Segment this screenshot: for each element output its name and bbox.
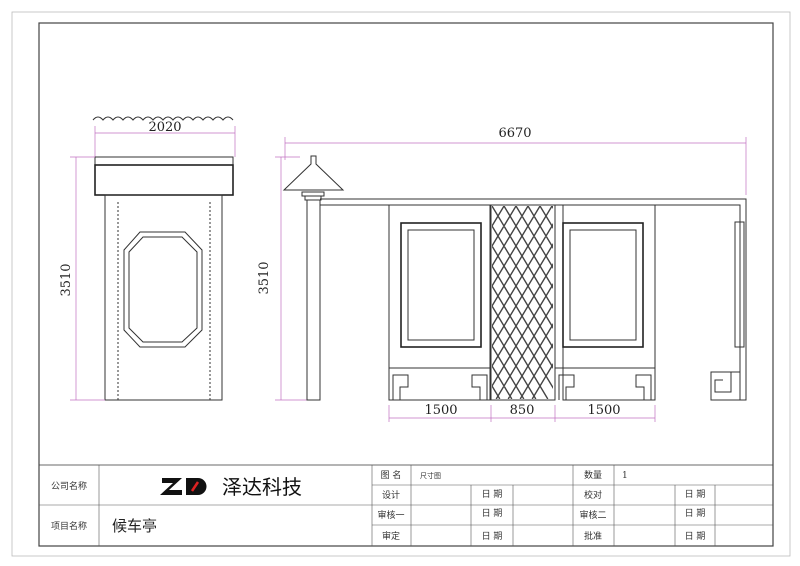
left-panel-dimension: 1500: [424, 403, 457, 418]
sheet-border: [11, 11, 791, 557]
date-label: 日 期: [685, 489, 706, 500]
review1-label: 审核一: [377, 509, 404, 521]
date-label: 日 期: [685, 508, 706, 519]
front-view: 6670 3510 1500 850: [257, 126, 747, 422]
date-label: 日 期: [482, 489, 503, 500]
design-label: 设计: [382, 489, 400, 501]
left-panel: [388, 204, 492, 401]
front-height-dimension: 3510: [257, 261, 272, 294]
lattice-panel: [489, 204, 556, 401]
date-label: 日 期: [685, 531, 706, 542]
lamp-head: [282, 155, 345, 191]
side-body: [104, 194, 223, 401]
side-view: 2020 3510: [59, 116, 236, 401]
center-panel-dimension: 850: [510, 403, 535, 418]
side-height-dimension: 3510: [59, 263, 74, 296]
drawing-name: 尺寸图: [420, 471, 441, 480]
lattice-pattern: [492, 206, 553, 399]
right-panel: [562, 204, 656, 401]
company-name: 泽达科技: [222, 475, 302, 499]
side-width-dimension: 2020: [148, 120, 181, 135]
drawing-name-label: 图 名: [381, 469, 402, 481]
review2-label: 审核二: [579, 509, 606, 521]
drawing-frame: [38, 22, 774, 547]
lattice-lines: [492, 206, 553, 399]
front-width-dimension: 6670: [498, 126, 531, 141]
project-name: 候车亭: [112, 517, 157, 535]
lamp-post: [306, 199, 321, 401]
quantity-value: 1: [622, 471, 628, 481]
fret-corner: [710, 371, 741, 401]
right-panel-dimension: 1500: [587, 403, 620, 418]
company-logo: [160, 478, 207, 495]
title-block: 公司名称 项目名称 泽达科技 候车亭 图 名 尺寸图 数量 1 设计 校对 审核…: [38, 464, 774, 547]
roof-beam: [320, 198, 747, 401]
date-label: 日 期: [482, 531, 503, 542]
octagon-panel: [123, 231, 203, 348]
ratify-label: 批准: [584, 530, 602, 542]
roof-tile-profile: [92, 116, 234, 121]
date-label: 日 期: [482, 508, 503, 519]
quantity-label: 数量: [584, 469, 602, 481]
side-cap: [94, 164, 234, 196]
project-label: 项目名称: [51, 520, 87, 532]
company-label: 公司名称: [51, 480, 87, 492]
check-label: 校对: [584, 489, 602, 501]
approve-label: 审定: [382, 530, 400, 542]
